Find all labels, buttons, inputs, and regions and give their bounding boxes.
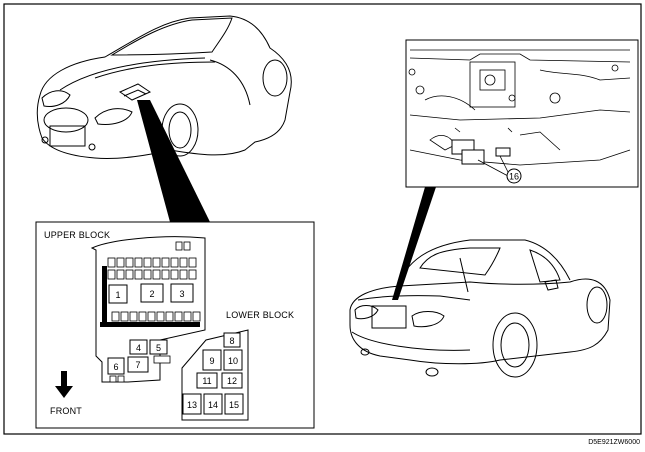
svg-text:8: 8 xyxy=(229,336,234,346)
diagram-code: D5E921ZW6000 xyxy=(588,439,640,446)
fuse-5: 5 xyxy=(149,339,168,355)
svg-text:2: 2 xyxy=(149,289,154,299)
fuse-3: 3 xyxy=(170,283,194,303)
pointer-front xyxy=(137,100,210,222)
fuse-1: 1 xyxy=(108,284,128,304)
callout-16: 16 xyxy=(506,168,522,184)
fuse-15: 15 xyxy=(224,393,244,415)
front-label: FRONT xyxy=(50,406,82,416)
upper-block-tab xyxy=(109,375,117,383)
svg-text:7: 7 xyxy=(135,360,140,370)
upper-block-tab xyxy=(117,375,125,383)
svg-text:13: 13 xyxy=(187,400,197,410)
upper-block-label: UPPER BLOCK xyxy=(44,230,110,240)
engine-detail-illustration xyxy=(408,49,631,166)
svg-text:4: 4 xyxy=(136,343,141,353)
callout-16-leader xyxy=(477,155,509,177)
svg-text:1: 1 xyxy=(115,290,120,300)
upper-block-bar xyxy=(100,322,200,327)
lower-block-label: LOWER BLOCK xyxy=(226,310,294,320)
fuse-8: 8 xyxy=(223,332,241,348)
svg-text:11: 11 xyxy=(202,376,211,386)
fuse-2: 2 xyxy=(140,283,164,303)
svg-text:10: 10 xyxy=(228,356,238,366)
svg-text:9: 9 xyxy=(209,356,214,366)
svg-text:3: 3 xyxy=(179,289,184,299)
front-car-illustration xyxy=(36,15,292,159)
rear-car-illustration xyxy=(349,239,611,378)
fuse-7: 7 xyxy=(127,356,149,373)
lower-block-outline xyxy=(181,329,249,421)
upper-block-side-bar xyxy=(102,266,107,322)
svg-text:5: 5 xyxy=(156,343,161,353)
svg-text:16: 16 xyxy=(509,172,519,182)
pointer-rear xyxy=(392,187,436,300)
front-arrow-icon xyxy=(55,371,73,398)
upper-block-spare xyxy=(153,355,171,364)
svg-text:6: 6 xyxy=(113,362,118,372)
fuse-4: 4 xyxy=(129,339,148,355)
fuse-6: 6 xyxy=(107,357,125,375)
svg-text:15: 15 xyxy=(229,400,239,410)
fuse-9: 9 xyxy=(202,349,222,371)
engine-detail-panel xyxy=(405,39,639,188)
fuse-10: 10 xyxy=(223,349,243,371)
upper-block-small-fuses xyxy=(107,241,201,322)
svg-text:12: 12 xyxy=(227,376,237,386)
fuse-12: 12 xyxy=(221,372,243,389)
fuse-11: 11 xyxy=(196,372,218,389)
fuse-block-panel xyxy=(35,221,315,429)
fuse-14: 14 xyxy=(203,393,223,415)
svg-text:14: 14 xyxy=(208,400,218,410)
fuse-13: 13 xyxy=(182,393,202,415)
diagram-border xyxy=(3,3,642,435)
upper-block-outline xyxy=(90,236,206,383)
